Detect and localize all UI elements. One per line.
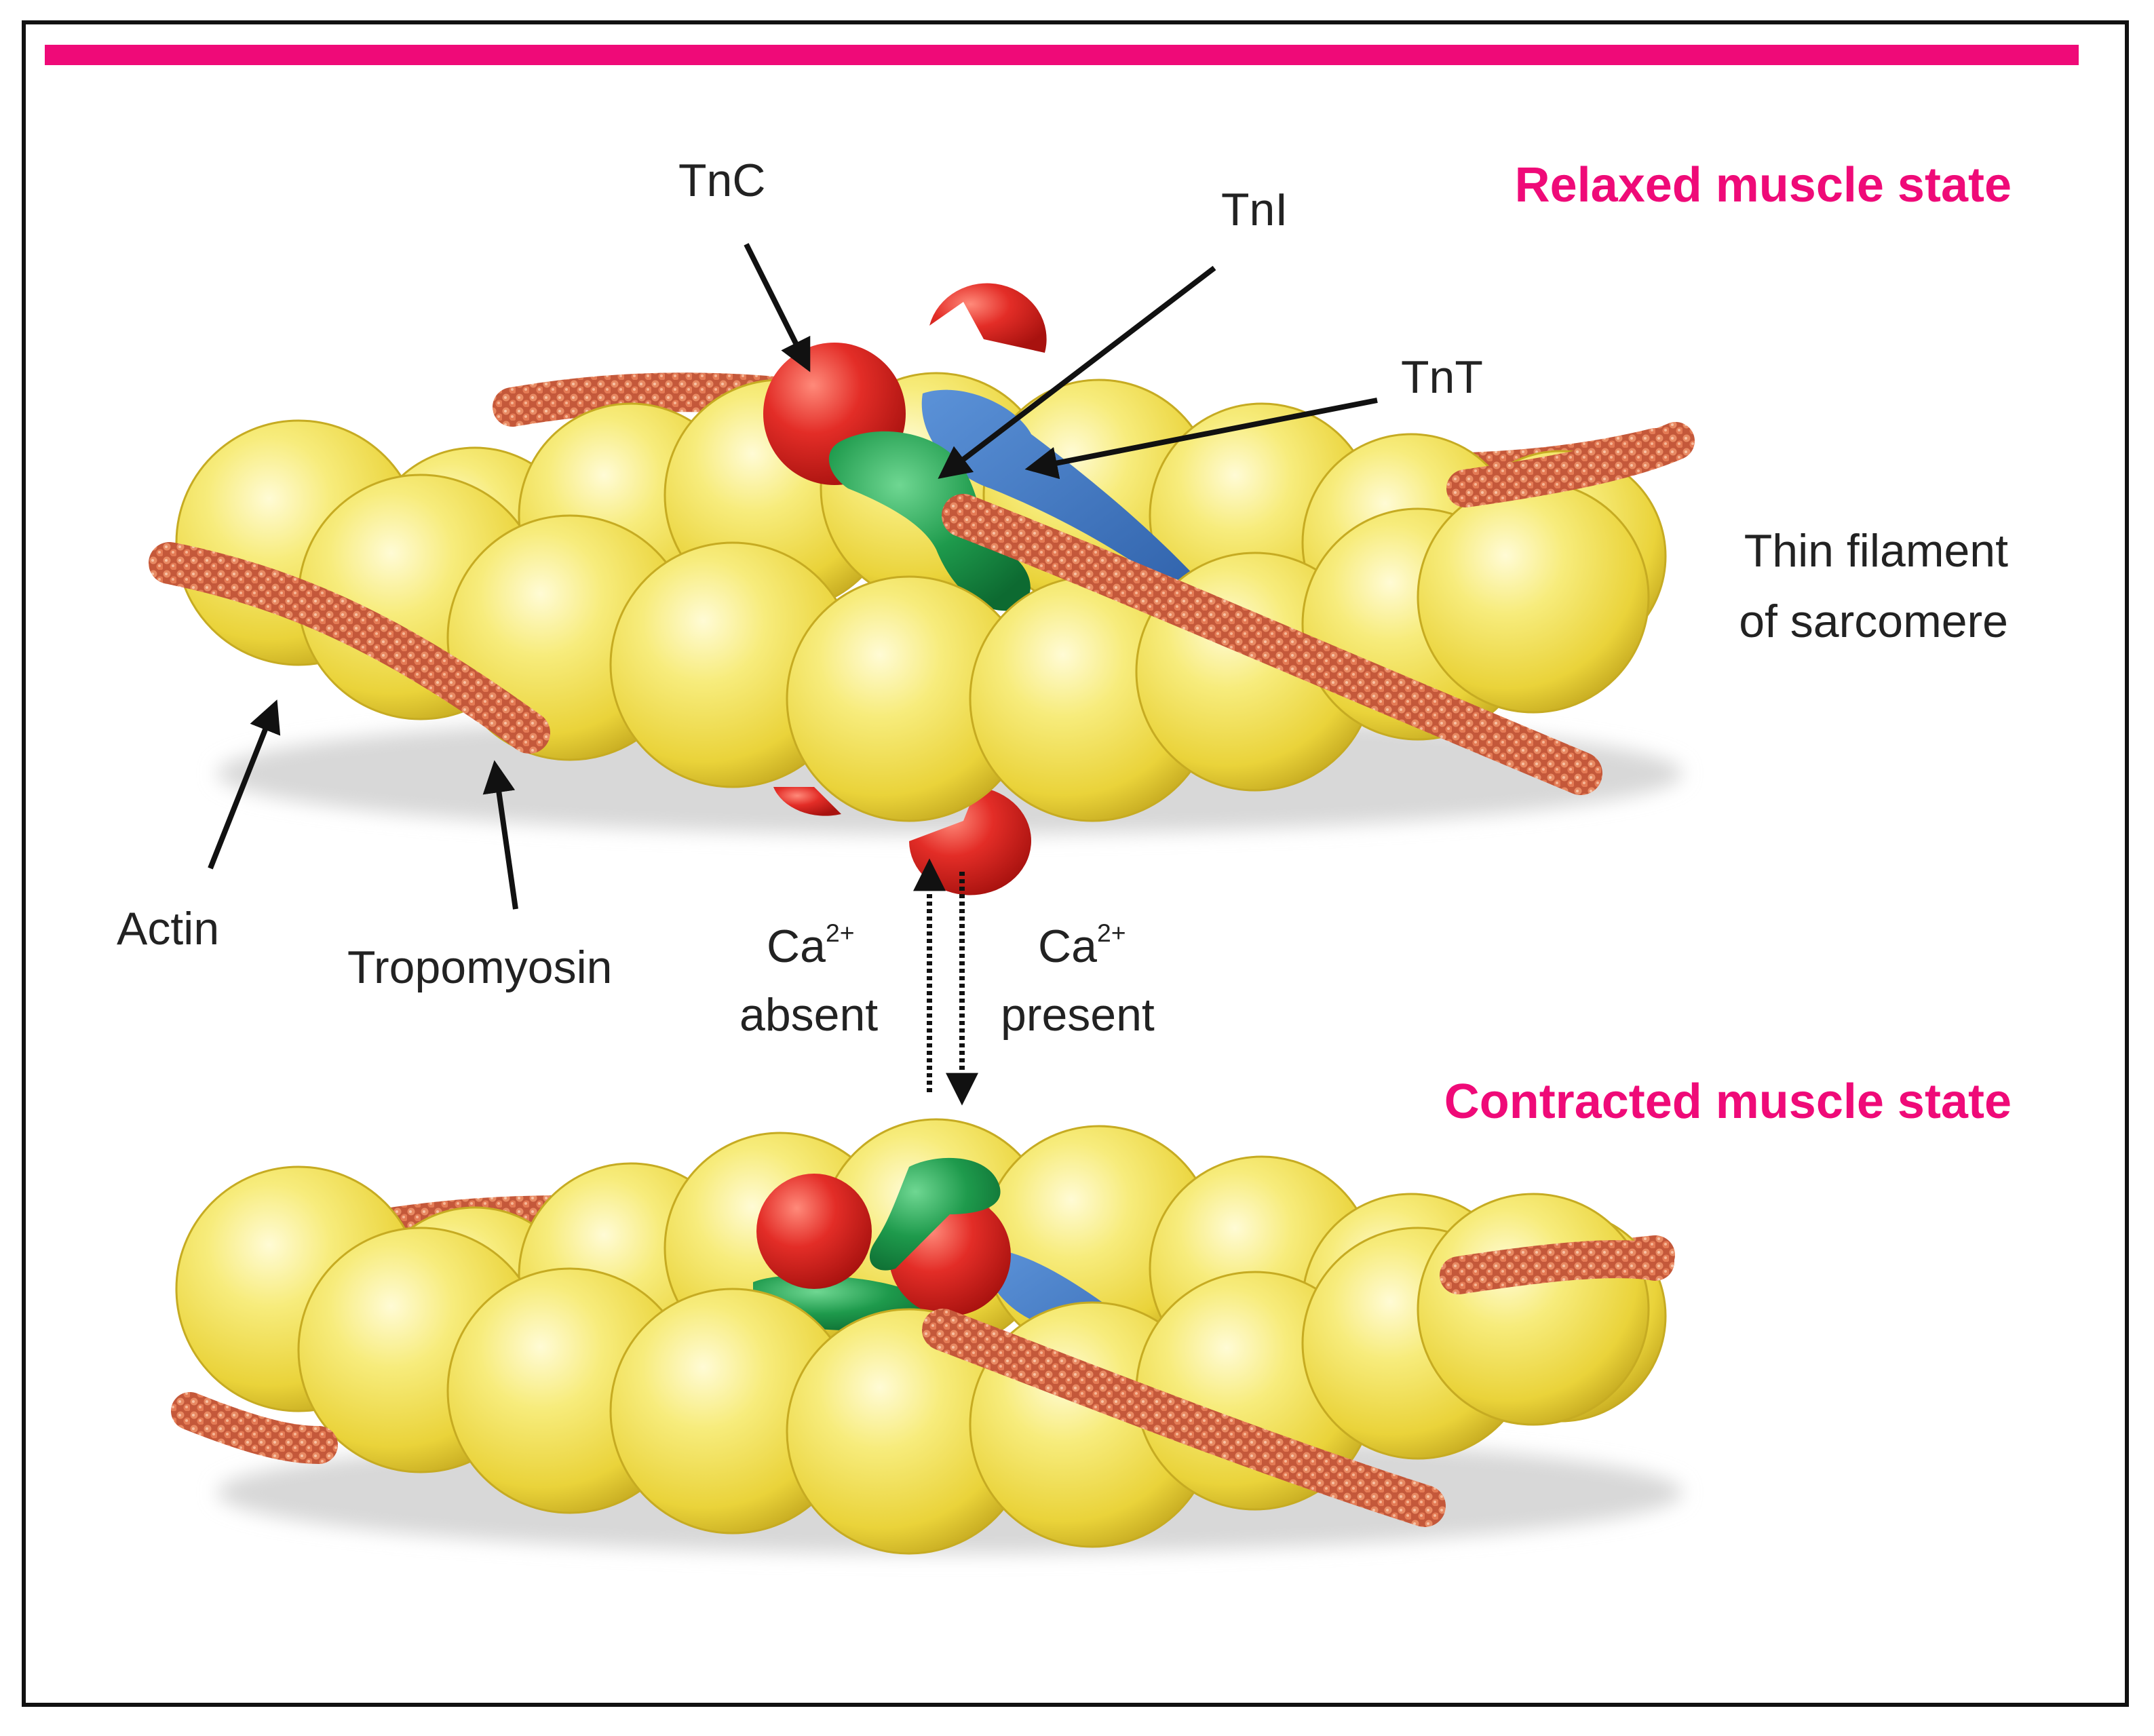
thin-filament-label-line2: of sarcomere — [1739, 596, 2008, 647]
ca-absent-base: Ca — [767, 920, 826, 972]
contracted-state-title: Contracted muscle state — [1444, 1075, 2012, 1129]
relaxed-tnt-green — [828, 431, 1031, 611]
relaxed-tropomyosin-right — [1446, 422, 1695, 507]
tnc-arrow — [744, 243, 811, 372]
relaxed-troponin-complex — [763, 283, 1214, 895]
tropomyosin-label: Tropomyosin — [347, 942, 613, 993]
ca-present-charge: 2+ — [1096, 919, 1126, 947]
tropomyosin-arrow — [482, 760, 518, 910]
contracted-tropomyosin-front — [171, 1392, 338, 1464]
actin-label: Actin — [117, 903, 220, 954]
contracted-tropomyosin-right — [1440, 1240, 1674, 1294]
relaxed-tropomyosin-diagonal — [942, 494, 1602, 795]
ca-absent-ion-label: Ca2+ — [767, 919, 855, 972]
accent-bar — [45, 45, 2079, 65]
relaxed-tni-blue — [921, 389, 1214, 611]
relaxed-tnc-lower-cap-2 — [773, 787, 841, 816]
figure-frame — [22, 20, 2129, 1707]
thin-filament-label-line1: Thin filament — [1744, 525, 2008, 577]
contracted-tnc-left — [756, 1174, 872, 1289]
ca-present-word: present — [1001, 989, 1155, 1041]
ca-present-base: Ca — [1038, 920, 1097, 972]
relaxed-tropomyosin-front — [149, 542, 550, 754]
relaxed-filament — [149, 283, 1695, 895]
tnt-arrow — [1024, 398, 1378, 480]
actin-arrow — [208, 699, 281, 870]
relaxed-tnc-top-cap — [929, 283, 1047, 353]
relaxed-state-title: Relaxed muscle state — [1514, 158, 2012, 212]
ca-absent-charge: 2+ — [825, 919, 855, 947]
tni-label: TnI — [1221, 184, 1288, 235]
tni-arrow — [938, 265, 1216, 479]
ca-present-ion-label: Ca2+ — [1038, 919, 1126, 972]
label-arrows — [208, 243, 1378, 910]
tnc-label: TnC — [678, 155, 766, 206]
calcium-transition-arrows — [913, 858, 978, 1106]
contracted-tropomyosin-diagonal — [922, 1309, 1446, 1527]
tnt-label: TnT — [1401, 351, 1483, 403]
ca-absent-word: absent — [739, 989, 879, 1041]
contracted-tnt-top — [869, 1157, 1001, 1271]
contracted-actin-front-row — [175, 1165, 1650, 1555]
contracted-filament — [171, 1118, 1682, 1555]
